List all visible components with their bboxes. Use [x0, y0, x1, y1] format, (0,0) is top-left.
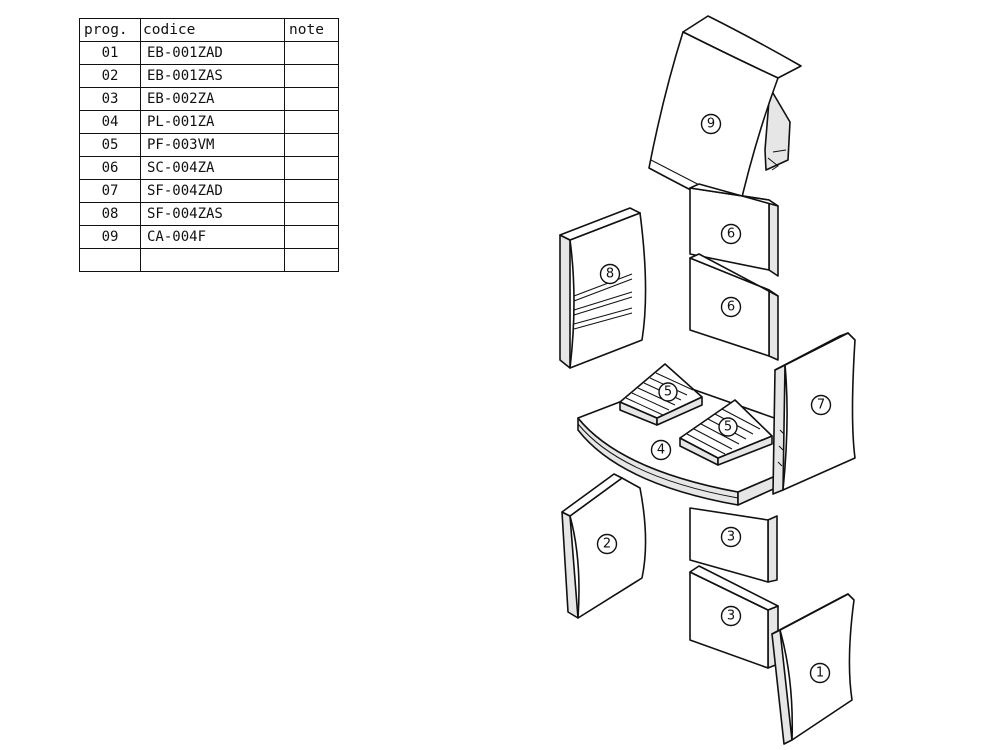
cell-note — [284, 110, 339, 134]
parts-table: prog. codice note 01 EB-001ZAD 02 EB-001… — [79, 18, 339, 272]
table-row: 03 EB-002ZA — [79, 87, 339, 111]
part-8-left-panel — [559, 207, 647, 369]
part-badge-1: 1 — [809, 662, 831, 684]
table-row: 01 EB-001ZAD — [79, 41, 339, 65]
cell-note — [284, 248, 339, 272]
table-header-row: prog. codice note — [79, 18, 339, 42]
part-label-5-left: 5 — [664, 385, 672, 400]
part-7-right-panel — [772, 332, 856, 495]
part-label-3-upper: 3 — [727, 530, 735, 545]
part-label-4: 4 — [657, 443, 665, 458]
part-badge-5-right: 5 — [718, 417, 738, 437]
part-5-left-grate — [619, 363, 703, 426]
cell-prog: 01 — [79, 41, 141, 65]
part-badge-6-lower: 6 — [720, 296, 742, 318]
cell-note — [284, 87, 339, 111]
part-label-6-lower: 6 — [727, 300, 735, 315]
part-badge-3-upper: 3 — [720, 526, 742, 548]
cell-prog: 02 — [79, 64, 141, 88]
part-label-7: 7 — [817, 398, 825, 413]
header-code: codice — [140, 18, 285, 42]
table-row: 07 SF-004ZAD — [79, 179, 339, 203]
part-label-3-lower: 3 — [727, 609, 735, 624]
cell-prog: 04 — [79, 110, 141, 134]
cell-prog: 07 — [79, 179, 141, 203]
table-row: 06 SC-004ZA — [79, 156, 339, 180]
cell-note — [284, 179, 339, 203]
cell-code: PF-003VM — [140, 133, 285, 157]
part-badge-8: 8 — [599, 263, 621, 285]
part-label-2: 2 — [603, 537, 611, 552]
table-row: 08 SF-004ZAS — [79, 202, 339, 226]
part-label-9: 9 — [707, 117, 715, 132]
cell-code: PL-001ZA — [140, 110, 285, 134]
cell-prog — [79, 248, 141, 272]
cell-note — [284, 64, 339, 88]
cell-code — [140, 248, 285, 272]
part-9-hood — [648, 15, 802, 215]
table-row — [79, 248, 339, 272]
cell-prog: 03 — [79, 87, 141, 111]
cell-code: SF-004ZAD — [140, 179, 285, 203]
cell-code: CA-004F — [140, 225, 285, 249]
part-badge-5-left: 5 — [658, 382, 678, 402]
part-badge-9: 9 — [700, 113, 722, 135]
part-badge-6-upper: 6 — [720, 223, 742, 245]
cell-code: SF-004ZAS — [140, 202, 285, 226]
part-label-6-upper: 6 — [727, 227, 735, 242]
part-badge-2: 2 — [596, 533, 618, 555]
part-label-1: 1 — [816, 666, 824, 681]
part-label-8: 8 — [606, 267, 614, 282]
part-badge-7: 7 — [810, 394, 832, 416]
table-row: 04 PL-001ZA — [79, 110, 339, 134]
part-badge-4: 4 — [650, 439, 672, 461]
header-prog: prog. — [79, 18, 141, 42]
part-label-5-right: 5 — [724, 420, 732, 435]
cell-note — [284, 41, 339, 65]
part-badge-3-lower: 3 — [720, 605, 742, 627]
